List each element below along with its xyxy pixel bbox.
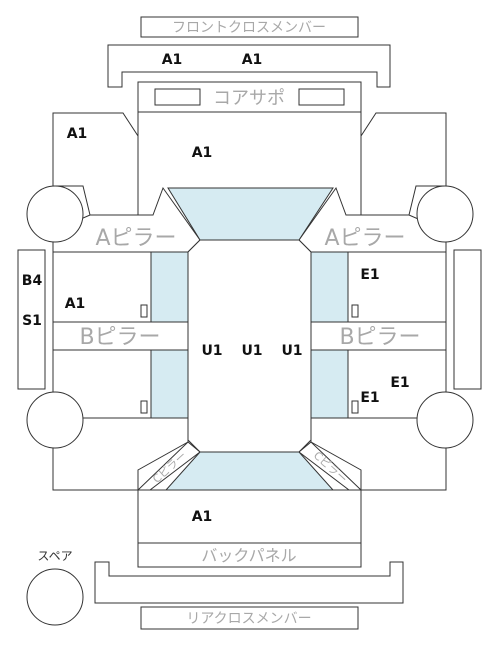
b-pillar-left-label: Bピラー bbox=[79, 325, 160, 350]
damage-code-trunk: A1 bbox=[192, 509, 213, 525]
hood[interactable] bbox=[137, 111, 362, 136]
right-front-door-handle bbox=[351, 304, 359, 318]
a-pillar-right-label: Aピラー bbox=[324, 226, 405, 251]
rear-cross-member-label: リアクロスメンバー bbox=[186, 611, 311, 627]
front-left-wheel[interactable] bbox=[26, 185, 84, 243]
right-front-door[interactable] bbox=[347, 251, 447, 323]
headlight-right bbox=[298, 88, 345, 106]
trunk-lid[interactable] bbox=[137, 489, 362, 544]
right-rear-window[interactable] bbox=[310, 349, 349, 419]
a-pillar-left-label: Aピラー bbox=[95, 226, 176, 251]
rear-left-wheel[interactable] bbox=[26, 391, 84, 449]
damage-code-roof-left: U1 bbox=[201, 343, 222, 359]
spare-tire[interactable] bbox=[26, 568, 84, 626]
left-front-window[interactable] bbox=[150, 251, 189, 323]
headlight-left bbox=[154, 88, 201, 106]
back-panel-label: バックパネル bbox=[201, 546, 296, 565]
front-right-wheel[interactable] bbox=[416, 185, 474, 243]
rear-bumper[interactable] bbox=[94, 561, 404, 604]
damage-code-left-front-door: A1 bbox=[65, 296, 86, 312]
right-rear-door-handle bbox=[351, 400, 359, 414]
b-pillar-right-label: Bピラー bbox=[339, 325, 420, 350]
damage-code-left-sill-s1: S1 bbox=[22, 313, 42, 329]
rear-cross-member[interactable] bbox=[140, 606, 359, 630]
front-bumper[interactable] bbox=[107, 44, 391, 88]
damage-code-bumper-left: A1 bbox=[162, 52, 183, 68]
b-pillar-left[interactable] bbox=[52, 321, 191, 351]
right-front-window[interactable] bbox=[310, 251, 349, 323]
front-cross-member-label: フロントクロスメンバー bbox=[172, 20, 326, 36]
rear-right-wheel[interactable] bbox=[416, 391, 474, 449]
front-cross-member[interactable] bbox=[140, 16, 359, 38]
damage-code-roof-right: U1 bbox=[281, 343, 302, 359]
right-side-sill[interactable] bbox=[453, 249, 482, 390]
damage-code-roof-center: U1 bbox=[241, 343, 262, 359]
damage-code-bumper-right: A1 bbox=[242, 52, 263, 68]
back-panel[interactable] bbox=[137, 542, 362, 568]
damage-code-left-front-fender: A1 bbox=[67, 126, 88, 142]
damage-code-hood: A1 bbox=[192, 145, 213, 161]
damage-code-right-rear-door: E1 bbox=[360, 390, 379, 406]
damage-code-left-sill-b4: B4 bbox=[22, 273, 43, 289]
left-rear-window[interactable] bbox=[150, 349, 189, 419]
damage-code-right-front-door: E1 bbox=[360, 267, 379, 283]
left-front-door-handle bbox=[140, 304, 148, 318]
spare-tire-label: スペア bbox=[37, 549, 72, 563]
left-side-sill[interactable] bbox=[17, 249, 46, 390]
left-rear-door-handle bbox=[140, 400, 148, 414]
core-support-label: コアサポ bbox=[213, 88, 285, 109]
damage-code-right-rear-quarter: E1 bbox=[390, 375, 409, 391]
